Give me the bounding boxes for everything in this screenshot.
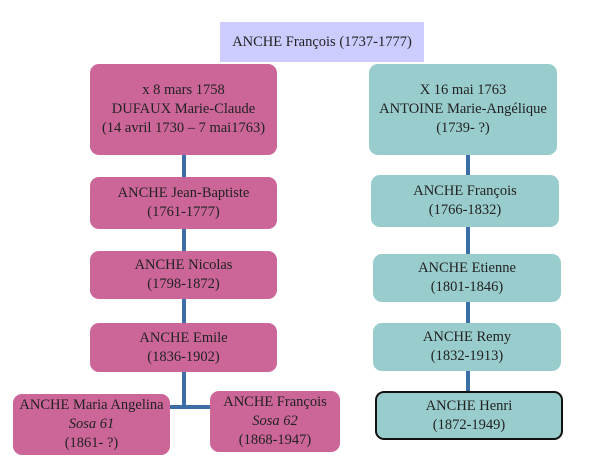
person-dates: (1836-1902): [147, 348, 220, 365]
person-dates: (1766-1832): [428, 202, 502, 218]
person-name: ANCHE Jean-Baptiste: [117, 185, 250, 201]
person-dates: (1861- ?): [64, 435, 119, 451]
root-name: ANCHE François (1737-1777): [232, 33, 412, 50]
person-name: ANCHE François: [223, 394, 327, 410]
person-box: ANCHE François (1766-1832): [371, 175, 559, 227]
person-name: ANCHE François: [413, 183, 517, 199]
spouse-name: DUFAUX Marie-Claude: [111, 101, 256, 117]
person-name: ANCHE Emile: [139, 329, 228, 346]
person-box: ANCHE Remy (1832-1913): [373, 323, 561, 371]
person-dates: (1832-1913): [430, 348, 504, 364]
spouse-name: ANTOINE Marie-Angélique: [379, 101, 547, 117]
person-box: ANCHE Emile (1836-1902): [90, 323, 277, 372]
spouse-dates: (1739- ?): [436, 120, 490, 136]
marriage-date: X 16 mai 1763: [419, 82, 507, 98]
person-box: ANCHE Nicolas (1798-1872): [90, 251, 277, 299]
marriage-date: x 8 mars 1758: [142, 82, 225, 98]
person-name: ANCHE Maria Angelina: [19, 397, 164, 413]
connector-children: [170, 405, 210, 409]
highlighted-person-box: ANCHE Henri (1872-1949): [375, 391, 563, 440]
person-dates: (1761-1777): [147, 204, 220, 220]
person-box: ANCHE Maria Angelina Sosa 61 (1861- ?): [13, 394, 170, 455]
person-name: ANCHE Nicolas: [134, 257, 233, 273]
person-box: ANCHE Etienne (1801-1846): [373, 254, 561, 302]
sosa-number: Sosa 61: [68, 416, 115, 432]
right-spouse: X 16 mai 1763 ANTOINE Marie-Angélique (1…: [369, 64, 557, 155]
person-dates: (1872-1949): [432, 416, 506, 433]
left-spouse: x 8 mars 1758 DUFAUX Marie-Claude (14 av…: [90, 64, 277, 155]
root-person: ANCHE François (1737-1777): [220, 22, 424, 62]
person-name: ANCHE Remy: [422, 329, 512, 345]
person-dates: (1868-1947): [238, 432, 312, 448]
person-box: ANCHE Jean-Baptiste (1761-1777): [90, 177, 277, 229]
sosa-number: Sosa 62: [252, 413, 298, 429]
person-name: ANCHE Henri: [425, 397, 513, 414]
person-box: ANCHE François Sosa 62 (1868-1947): [210, 391, 340, 452]
person-dates: (1798-1872): [147, 276, 220, 292]
person-name: ANCHE Etienne: [418, 260, 516, 276]
spouse-dates: (14 avril 1730 – 7 mai1763): [101, 120, 266, 136]
person-dates: (1801-1846): [430, 279, 504, 295]
